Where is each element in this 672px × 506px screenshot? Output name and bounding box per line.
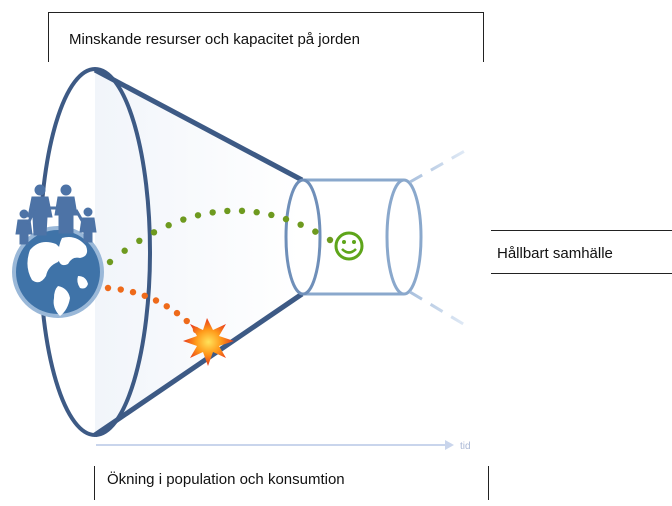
green-dot: [326, 236, 334, 244]
unsustainable-path-dots: [104, 284, 200, 334]
green-dot: [297, 221, 304, 228]
green-dot: [180, 216, 187, 223]
orange-dot: [141, 292, 148, 299]
orange-dot: [183, 317, 190, 325]
explosion-icon: [183, 318, 234, 366]
people-group-icon: [15, 184, 97, 245]
green-dot: [121, 247, 128, 254]
green-dot: [136, 237, 143, 245]
green-dot: [253, 209, 260, 216]
green-dot: [194, 212, 202, 219]
orange-dot: [163, 303, 170, 310]
time-axis: tid: [96, 440, 471, 452]
green-dot: [224, 207, 231, 215]
orange-dot: [104, 284, 112, 292]
orange-dot: [117, 286, 124, 293]
sustainable-path-dots: [106, 207, 334, 266]
population-consumption-label: Ökning i population och konsumtion: [107, 471, 345, 488]
orange-dot: [129, 288, 137, 296]
bottom-label-box: Ökning i population och konsumtion: [94, 466, 489, 500]
right-label-box: Hållbart samhälle: [491, 230, 672, 274]
orange-dot: [152, 297, 160, 304]
sustainable-society-label: Hållbart samhälle: [497, 245, 613, 262]
green-dot: [209, 209, 216, 216]
green-dot: [165, 222, 172, 229]
funnel-cone: [38, 67, 304, 438]
green-dot: [150, 229, 158, 236]
green-dot: [106, 258, 114, 266]
globe-icon: [12, 226, 104, 318]
funnel-continuation: [409, 146, 471, 330]
green-dot: [282, 215, 290, 223]
green-dot: [238, 207, 246, 215]
orange-dot: [173, 309, 181, 317]
green-dot: [268, 211, 275, 219]
time-axis-label: tid: [460, 441, 471, 452]
smiley-icon: [334, 231, 364, 261]
funnel-tube: [284, 178, 423, 296]
green-dot: [312, 228, 319, 235]
top-label-box: Minskande resurser och kapacitet på jord…: [48, 12, 484, 62]
resources-label: Minskande resurser och kapacitet på jord…: [69, 31, 360, 48]
